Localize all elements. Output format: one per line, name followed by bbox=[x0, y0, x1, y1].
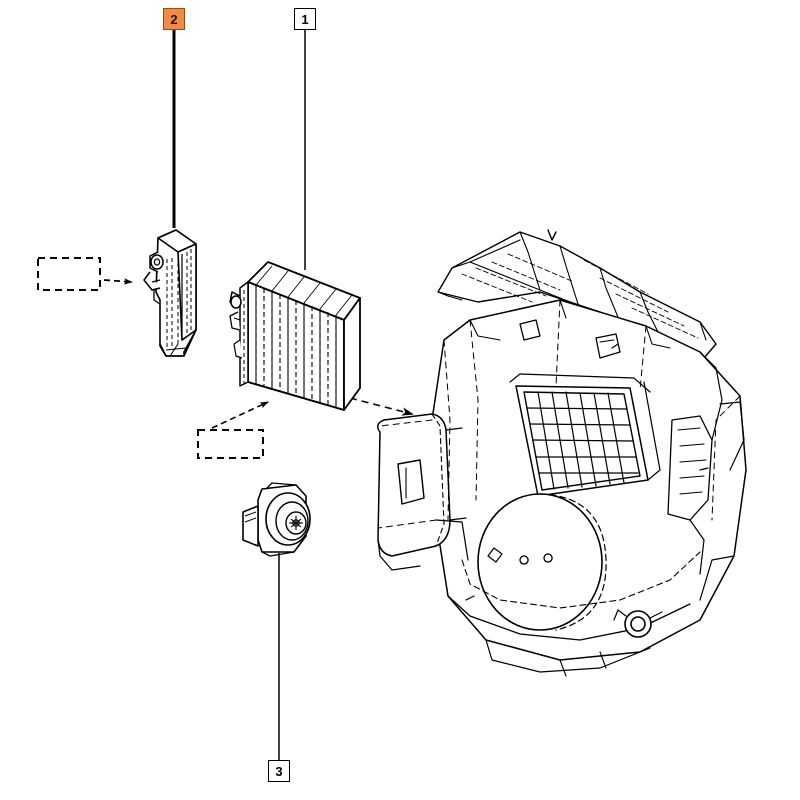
empty-reference-box-upper bbox=[37, 257, 101, 291]
placeholder-boxes bbox=[37, 257, 269, 459]
callout-box-1[interactable]: 1 bbox=[294, 8, 316, 30]
filter-access-cover bbox=[143, 229, 197, 357]
hvac-actuator-motor bbox=[242, 482, 311, 557]
callout-box-3[interactable]: 3 bbox=[268, 760, 290, 782]
hvac-blower-housing-assembly bbox=[377, 229, 747, 677]
callout-box-2[interactable]: 2 bbox=[163, 8, 185, 30]
leader-lines bbox=[172, 30, 306, 760]
filter-right-face bbox=[343, 297, 361, 411]
cabin-air-filter-element bbox=[229, 261, 361, 411]
placeholder-arrow-lower bbox=[211, 401, 269, 429]
placeholder-arrow-upper bbox=[103, 278, 133, 285]
empty-reference-box-lower bbox=[197, 429, 264, 459]
assembly-direction-arrow bbox=[349, 397, 414, 416]
